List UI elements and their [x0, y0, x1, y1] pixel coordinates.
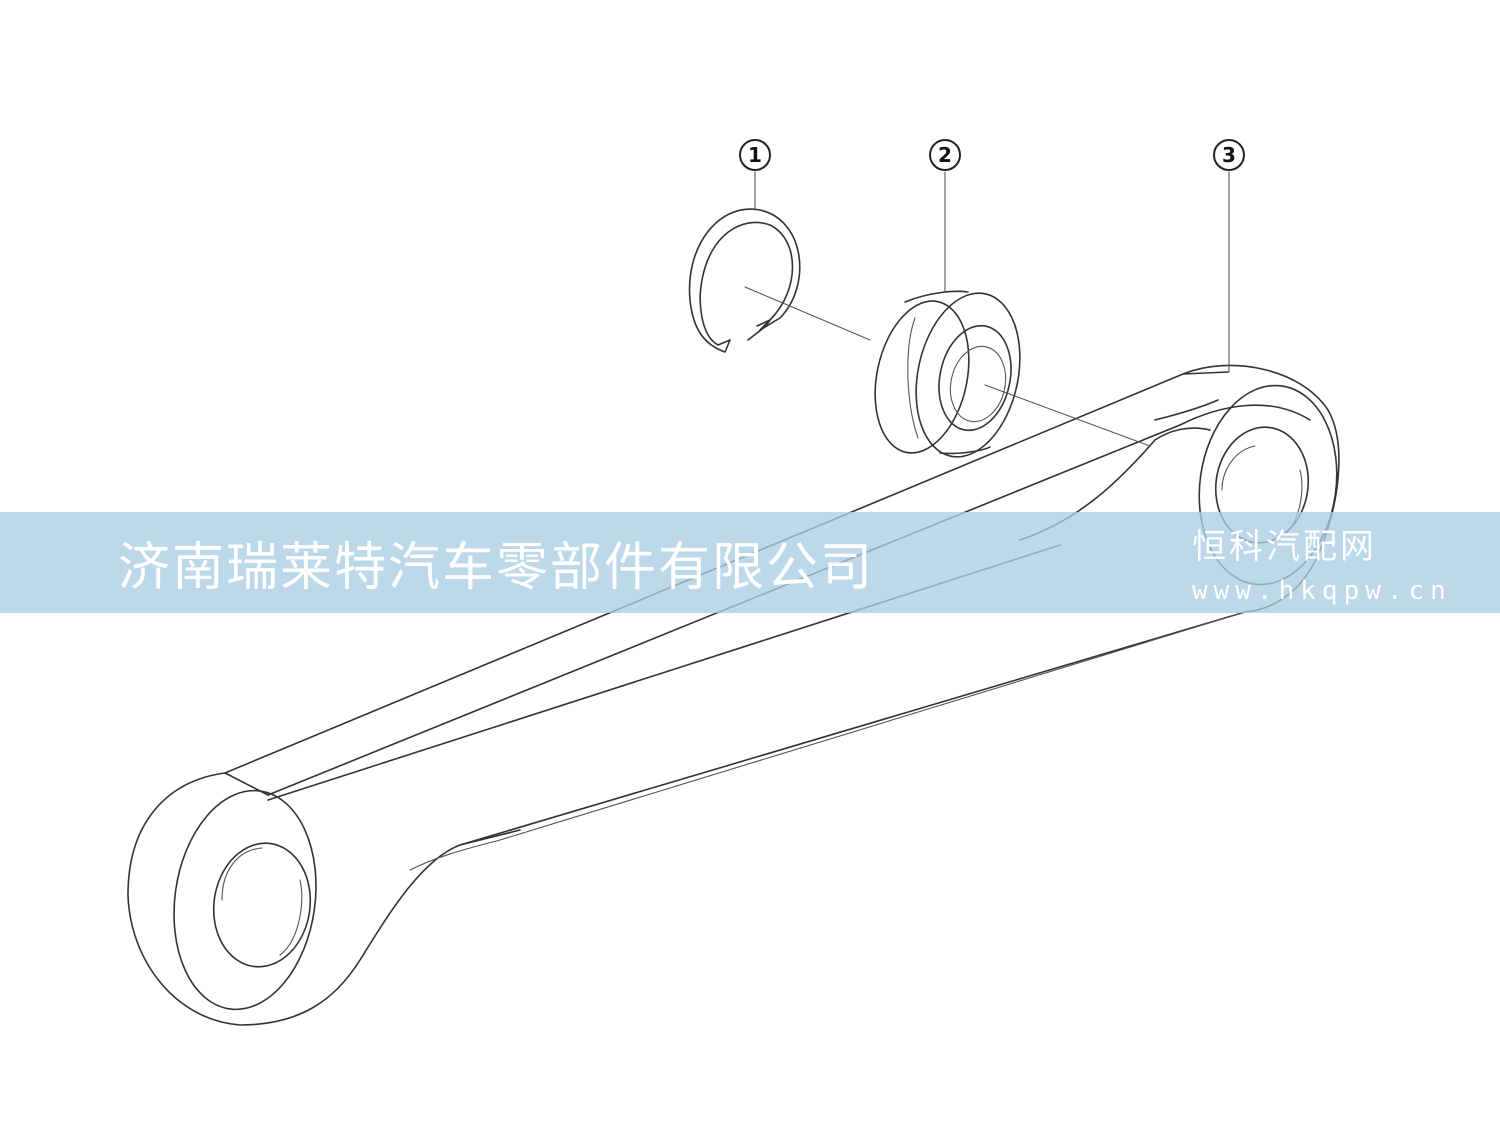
watermark-band: 济南瑞莱特汽车零部件有限公司 恒科汽配网 www.hkqpw.cn	[0, 512, 1500, 613]
callout-2: 2	[929, 139, 961, 171]
watermark-company-name: 济南瑞莱特汽车零部件有限公司	[118, 538, 874, 598]
watermark-site-url: www.hkqpw.cn	[1192, 576, 1452, 606]
callout-1: 1	[739, 139, 771, 171]
leader-lines	[744, 171, 1230, 447]
retaining-ring	[688, 208, 801, 353]
link-arm	[127, 364, 1340, 1026]
callout-3: 3	[1213, 139, 1245, 171]
callout-2-label: 2	[938, 143, 952, 167]
bushing	[874, 290, 1021, 458]
callout-1-label: 1	[748, 143, 762, 167]
callout-3-label: 3	[1222, 143, 1236, 167]
watermark-site-name: 恒科汽配网	[1192, 527, 1377, 567]
